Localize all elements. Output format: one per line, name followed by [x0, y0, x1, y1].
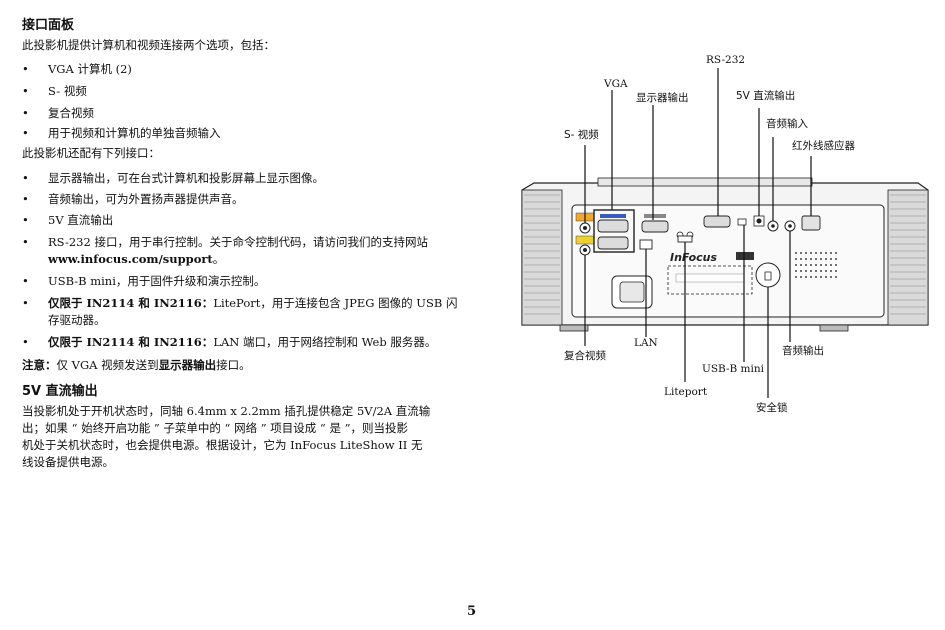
callout-leaders [584, 68, 812, 398]
speaker-grille [795, 252, 837, 278]
list-item: •VGA 计算机 (2) [22, 62, 132, 76]
foot-right [819, 324, 849, 332]
dlp-logo-icon [736, 252, 754, 260]
projector-rear-illustration: InFocus [521, 68, 929, 398]
callout-audio-out: 音频输出 [782, 345, 824, 357]
vent-right [887, 189, 929, 326]
section-title-5v: 5V 直流输出 [22, 384, 98, 399]
also-text: 此投影机还配有下列接口： [22, 146, 160, 160]
page-number: 5 [467, 604, 477, 619]
security-lock-icon [755, 262, 781, 288]
connector-panel-diagram: InFocus [520, 50, 930, 430]
callout-composite: 复合视频 [564, 350, 606, 362]
list-item: •复合视频 [22, 106, 94, 120]
usb-mini-port-icon [737, 218, 747, 226]
ir-sensor-icon [801, 215, 821, 231]
brand-logo: InFocus [670, 251, 717, 264]
vent-left [521, 189, 563, 326]
support-link[interactable]: www.infocus.com/support [48, 252, 213, 266]
list-item: •5V 直流输出 [22, 213, 114, 227]
callout-vga: VGA [604, 78, 628, 90]
list-item: •USB-B mini，用于固件升级和演示控制。 [22, 274, 266, 288]
composite-color-tag [575, 235, 595, 245]
list-item: •S- 视频 [22, 84, 87, 98]
callout-svideo: S- 视频 [564, 129, 599, 141]
callout-ir: 红外线感应器 [792, 140, 855, 152]
list-item-rs232: • RS-232 接口，用于串行控制。关于命令控制代码，请访问我们的支持网站 w… [22, 235, 428, 266]
monitor-out-port-icon [641, 220, 669, 233]
projector-top-edge [597, 177, 813, 187]
liteport-usb-icon [677, 235, 693, 243]
lan-port-icon [639, 239, 653, 250]
note-text: 注意：仅 VGA 视频发送到显示器输出接口。 [22, 358, 251, 372]
section2-line: 出；如果 “ 始终开启功能 ” 子菜单中的 “ 网络 ” 项目设成 “ 是 ”，… [22, 421, 408, 435]
vga-group-box [593, 209, 635, 253]
callout-liteport: Liteport [664, 386, 708, 398]
section-title-ports: 接口面板 [22, 18, 75, 33]
list-item: •显示器输出，可在台式计算机和投影屏幕上显示图像。 [22, 171, 324, 185]
callout-monitor-out: 显示器输出 [636, 92, 689, 104]
section2-line: 线设备提供电源。 [22, 455, 114, 469]
callout-lan: LAN [634, 337, 658, 349]
foot-left [559, 324, 589, 332]
section2-line: 机处于关机状态时，也会提供电源。根据设计，它为 InFocus LiteShow… [22, 438, 423, 452]
section2-line: 当投影机处于开机状态时，同轴 6.4mm x 2.2mm 插孔提供稳定 5V/2… [22, 404, 431, 418]
label-plate [667, 265, 753, 295]
callout-rs232: RS-232 [706, 54, 746, 66]
intro-text: 此投影机提供计算机和视频连接两个选项，包括： [22, 38, 275, 52]
vga-port-2-icon [597, 236, 629, 250]
list-item: •用于视频和计算机的单独音频输入 [22, 126, 221, 140]
callout-usb-mini: USB-B mini [702, 363, 764, 375]
list-item-lan: • 仅限于 IN2114 和 IN2116：LAN 端口，用于网络控制和 Web… [22, 335, 437, 349]
rs232-port-icon [703, 215, 731, 228]
list-item-liteport: • 仅限于 IN2114 和 IN2116：LitePort，用于连接包含 JP… [22, 296, 458, 327]
list-item: •音频输出，可为外置扬声器提供声音。 [22, 192, 244, 206]
callout-audio-in: 音频输入 [766, 118, 808, 130]
vga-color-tag [600, 214, 626, 218]
callout-dc5v: 5V 直流输出 [736, 90, 796, 102]
monitor-out-tag [644, 214, 666, 218]
callout-lock: 安全锁 [756, 402, 788, 414]
vga-port-1-icon [597, 219, 629, 233]
